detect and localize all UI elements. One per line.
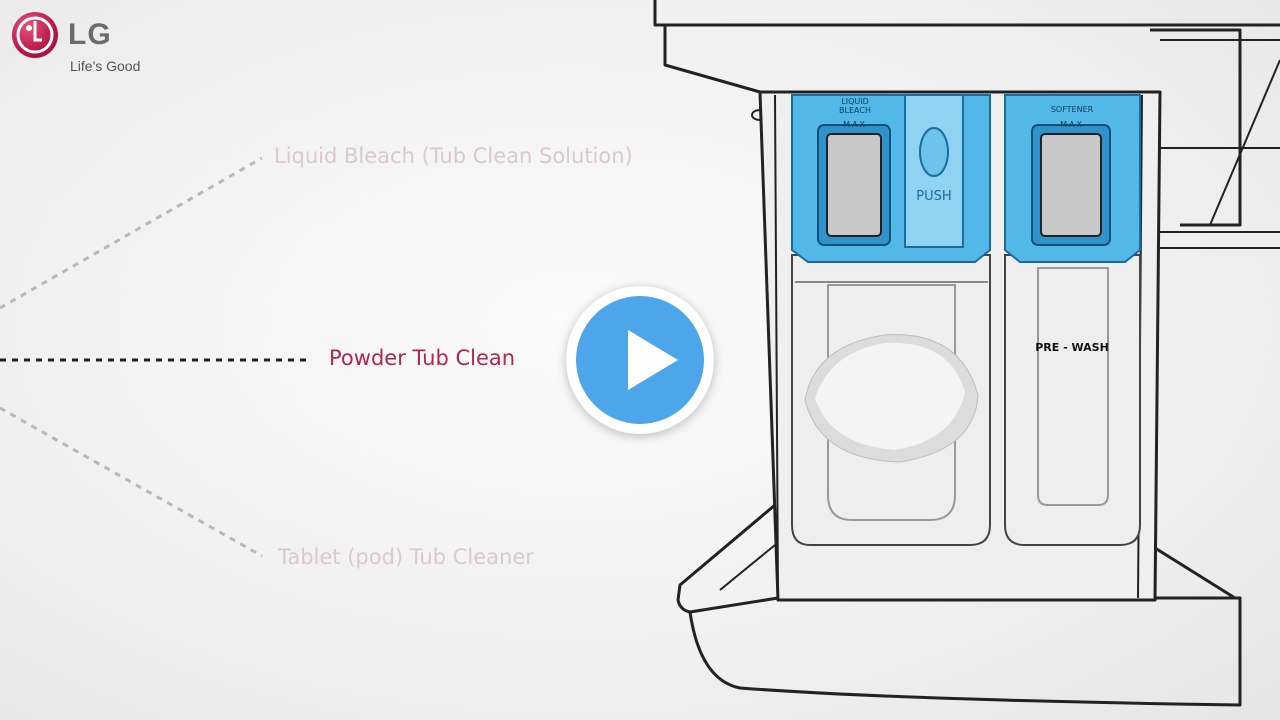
liquid-bleach-label-line1: LIQUID xyxy=(841,97,869,106)
push-label: PUSH xyxy=(916,189,951,204)
liquid-bleach-cup xyxy=(791,94,991,263)
compartment-right xyxy=(1004,254,1141,546)
leader-line-top xyxy=(0,156,263,310)
drawer-front xyxy=(676,503,1242,707)
option-liquid-bleach: Liquid Bleach (Tub Clean Solution) xyxy=(274,144,633,168)
play-button-circle[interactable] xyxy=(576,296,704,424)
option-tablet-tub-cleaner: Tablet (pod) Tub Cleaner xyxy=(278,545,534,569)
play-icon xyxy=(628,330,678,390)
liquid-bleach-label-line2: BLEACH xyxy=(839,106,871,115)
washer-outline xyxy=(653,0,1280,249)
lg-logo: LG Life's Good xyxy=(12,12,162,76)
option-powder-tub-clean: Powder Tub Clean xyxy=(329,346,516,370)
lg-logo-face-icon xyxy=(12,12,58,58)
lg-tagline: Life's Good xyxy=(70,58,141,74)
max-label-left: MAX xyxy=(843,120,867,129)
max-label-right: MAX xyxy=(1060,120,1084,129)
lg-wordmark: LG xyxy=(68,18,112,51)
softener-label: SOFTENER xyxy=(1051,105,1094,114)
leader-line-bottom xyxy=(0,406,263,558)
prewash-label: PRE - WASH xyxy=(1035,341,1109,354)
powder-pile xyxy=(804,334,979,463)
play-button[interactable] xyxy=(566,286,714,434)
softener-cup xyxy=(1004,94,1141,263)
